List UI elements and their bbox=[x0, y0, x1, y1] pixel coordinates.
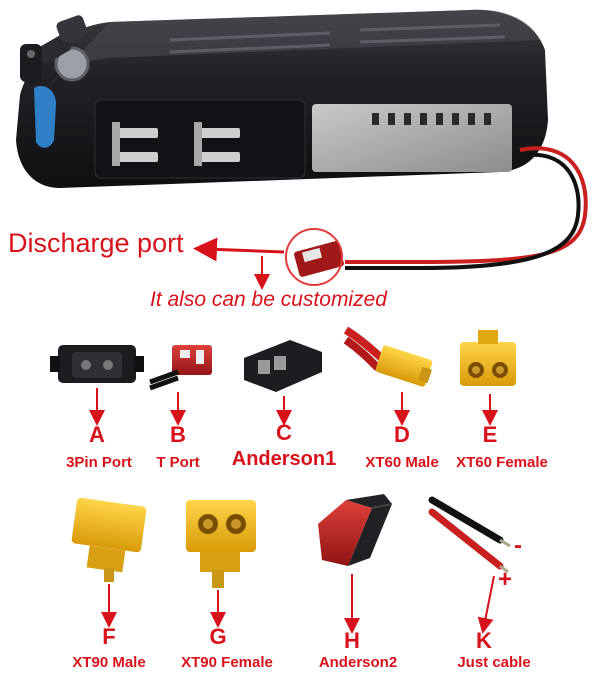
connector-name-h: Anderson2 bbox=[318, 654, 398, 671]
connector-name-f: XT90 Male bbox=[72, 654, 146, 671]
connector-letter-e: E bbox=[482, 422, 498, 447]
negative-sign: - bbox=[514, 532, 522, 559]
connector-letter-k: K bbox=[476, 628, 492, 653]
connector-name-d: XT60 Male bbox=[365, 454, 439, 471]
anderson2-icon bbox=[318, 494, 393, 566]
mounting-slots bbox=[112, 122, 240, 166]
discharge-port-plug bbox=[285, 228, 344, 286]
xt60-female-icon bbox=[460, 330, 516, 386]
xt90-male-icon bbox=[71, 497, 147, 582]
connector-letter-g: G bbox=[209, 624, 227, 649]
top-ridges bbox=[169, 23, 506, 54]
connector-letter-h: H bbox=[344, 628, 360, 653]
label-plate bbox=[312, 104, 512, 172]
connector-letter-f: F bbox=[102, 624, 116, 649]
row1-arrows bbox=[89, 388, 498, 426]
blue-latch bbox=[34, 85, 56, 148]
3pin-port-icon bbox=[50, 345, 144, 383]
anderson1-icon bbox=[244, 340, 322, 392]
connector-letter-b: B bbox=[170, 422, 186, 447]
t-port-icon bbox=[149, 345, 212, 391]
connector-letter-d: D bbox=[394, 422, 410, 447]
connector-name-a: 3Pin Port bbox=[66, 454, 132, 471]
discharge-arrow bbox=[193, 237, 285, 262]
xt60-male-icon bbox=[343, 326, 433, 387]
connector-name-b: T Port bbox=[156, 454, 200, 471]
row2-arrows bbox=[101, 574, 495, 634]
customizable-note: It also can be customized bbox=[150, 288, 387, 311]
connector-name-e: XT60 Female bbox=[456, 454, 548, 471]
output-wires bbox=[345, 146, 588, 264]
battery-pack bbox=[16, 9, 588, 290]
key-icon bbox=[20, 15, 90, 82]
connector-name-k: Just cable bbox=[457, 654, 531, 671]
positive-sign: + bbox=[498, 566, 513, 593]
xt90-female-icon bbox=[186, 500, 256, 588]
connector-name-g: XT90 Female bbox=[181, 654, 273, 671]
connector-letter-a: A bbox=[89, 422, 105, 447]
discharge-port-label: Discharge port bbox=[8, 228, 184, 258]
connector-name-c: Anderson1 bbox=[231, 448, 337, 470]
connector-letter-c: C bbox=[276, 420, 292, 445]
vent-slots bbox=[372, 113, 491, 125]
cable-icon bbox=[428, 496, 511, 574]
